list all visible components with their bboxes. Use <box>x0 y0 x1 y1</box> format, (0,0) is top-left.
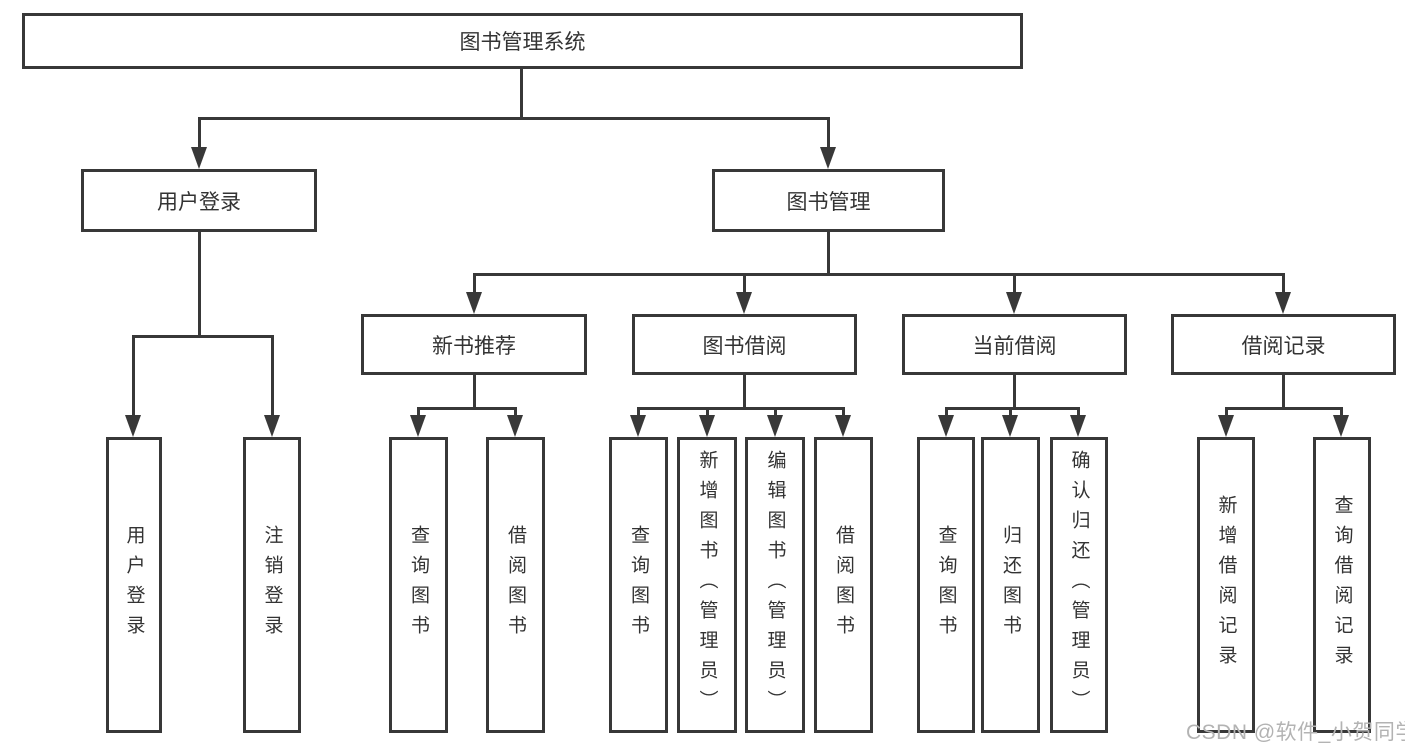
leaf-add-book-admin: 新增图书（管理员） <box>677 437 737 733</box>
connector-book-mgmt-drop <box>827 117 830 150</box>
arrow-down-icon <box>1006 292 1022 314</box>
node-new-book-recommend: 新书推荐 <box>361 314 587 375</box>
leaf-borrow-books-recommend: 借阅图书 <box>486 437 545 733</box>
connector-user-login-drop <box>198 117 201 150</box>
connector-book-mgmt-stem <box>827 232 830 276</box>
node-book-management: 图书管理 <box>712 169 945 232</box>
node-label: 新书推荐 <box>432 334 516 358</box>
node-label: 查询借阅记录 <box>1331 495 1353 675</box>
leaf-query-books-recommend: 查询图书 <box>389 437 448 733</box>
connector-drop <box>271 335 274 417</box>
node-label: 查询图书 <box>408 525 429 645</box>
node-label: 查询图书 <box>935 525 957 645</box>
arrow-down-icon <box>820 147 836 169</box>
connector-drop <box>1077 407 1080 417</box>
connector-drop <box>1282 273 1285 294</box>
connector-drop <box>1013 273 1016 294</box>
connector-drop <box>842 407 845 417</box>
connector-drop <box>945 407 948 417</box>
connector-bar <box>637 407 845 410</box>
node-label: 新增借阅记录 <box>1215 495 1237 675</box>
connector-book-mgmt-bar <box>473 273 1285 276</box>
node-label: 当前借阅 <box>972 334 1057 358</box>
node-user-login: 用户登录 <box>81 169 317 232</box>
connector-user-login-stem <box>198 232 201 338</box>
connector-drop <box>637 407 640 417</box>
connector-bar <box>945 407 1080 410</box>
connector-drop <box>132 335 135 417</box>
node-book-borrow: 图书借阅 <box>632 314 857 375</box>
csdn-watermark: CSDN @软件_小贺同学 <box>1186 721 1405 744</box>
node-label: 用户登录 <box>123 525 145 645</box>
arrow-down-icon <box>1275 292 1291 314</box>
node-label: 图书借阅 <box>702 334 787 358</box>
node-borrow-records: 借阅记录 <box>1171 314 1396 375</box>
arrow-down-icon <box>835 415 851 437</box>
node-label: 归还图书 <box>1000 525 1021 645</box>
leaf-logout: 注销登录 <box>243 437 301 733</box>
leaf-add-borrow-record: 新增借阅记录 <box>1197 437 1255 733</box>
arrow-down-icon <box>1002 415 1018 437</box>
arrow-down-icon <box>699 415 715 437</box>
node-label: 查询图书 <box>628 525 649 645</box>
arrow-down-icon <box>938 415 954 437</box>
node-label: 图书管理 <box>786 190 871 214</box>
node-label: 借阅图书 <box>505 525 526 645</box>
leaf-edit-book-admin: 编辑图书（管理员） <box>745 437 805 733</box>
connector-stem <box>1013 375 1016 410</box>
connector-bar <box>1225 407 1343 410</box>
connector-drop <box>473 273 476 294</box>
node-label: 注销登录 <box>261 525 283 645</box>
connector-stem <box>743 375 746 410</box>
arrow-down-icon <box>1070 415 1086 437</box>
node-root-system: 图书管理系统 <box>22 13 1023 69</box>
node-label: 编辑图书（管理员） <box>764 450 786 720</box>
connector-user-login-bar <box>132 335 274 338</box>
arrow-down-icon <box>410 415 426 437</box>
arrow-down-icon <box>1218 415 1234 437</box>
leaf-confirm-return-admin: 确认归还（管理员） <box>1050 437 1108 733</box>
node-label: 新增图书（管理员） <box>696 450 718 720</box>
connector-stem <box>473 375 476 410</box>
connector-drop <box>743 273 746 294</box>
connector-drop <box>1340 407 1343 417</box>
arrow-down-icon <box>125 415 141 437</box>
connector-drop <box>706 407 709 417</box>
connector-drop <box>417 407 420 417</box>
leaf-query-borrow-record: 查询借阅记录 <box>1313 437 1371 733</box>
connector-drop <box>1009 407 1012 417</box>
leaf-query-books-current: 查询图书 <box>917 437 975 733</box>
arrow-down-icon <box>630 415 646 437</box>
node-current-borrow: 当前借阅 <box>902 314 1127 375</box>
node-label: 确认归还（管理员） <box>1068 450 1090 720</box>
arrow-down-icon <box>466 292 482 314</box>
connector-drop <box>514 407 517 417</box>
arrow-down-icon <box>264 415 280 437</box>
leaf-query-books-borrow: 查询图书 <box>609 437 668 733</box>
arrow-down-icon <box>507 415 523 437</box>
arrow-down-icon <box>767 415 783 437</box>
connector-root-stem <box>520 69 523 117</box>
connector-drop <box>1225 407 1228 417</box>
arrow-down-icon <box>736 292 752 314</box>
connector-stem <box>1282 375 1285 410</box>
node-label: 图书管理系统 <box>459 31 586 54</box>
leaf-return-books: 归还图书 <box>981 437 1040 733</box>
connector-drop <box>774 407 777 417</box>
arrow-down-icon <box>191 147 207 169</box>
leaf-user-login: 用户登录 <box>106 437 162 733</box>
connector-bar <box>417 407 517 410</box>
leaf-borrow-books: 借阅图书 <box>814 437 873 733</box>
node-label: 借阅图书 <box>833 525 854 645</box>
node-label: 用户登录 <box>157 190 241 214</box>
arrow-down-icon <box>1333 415 1349 437</box>
node-label: 借阅记录 <box>1241 334 1326 358</box>
connector-root-bar <box>198 117 830 120</box>
